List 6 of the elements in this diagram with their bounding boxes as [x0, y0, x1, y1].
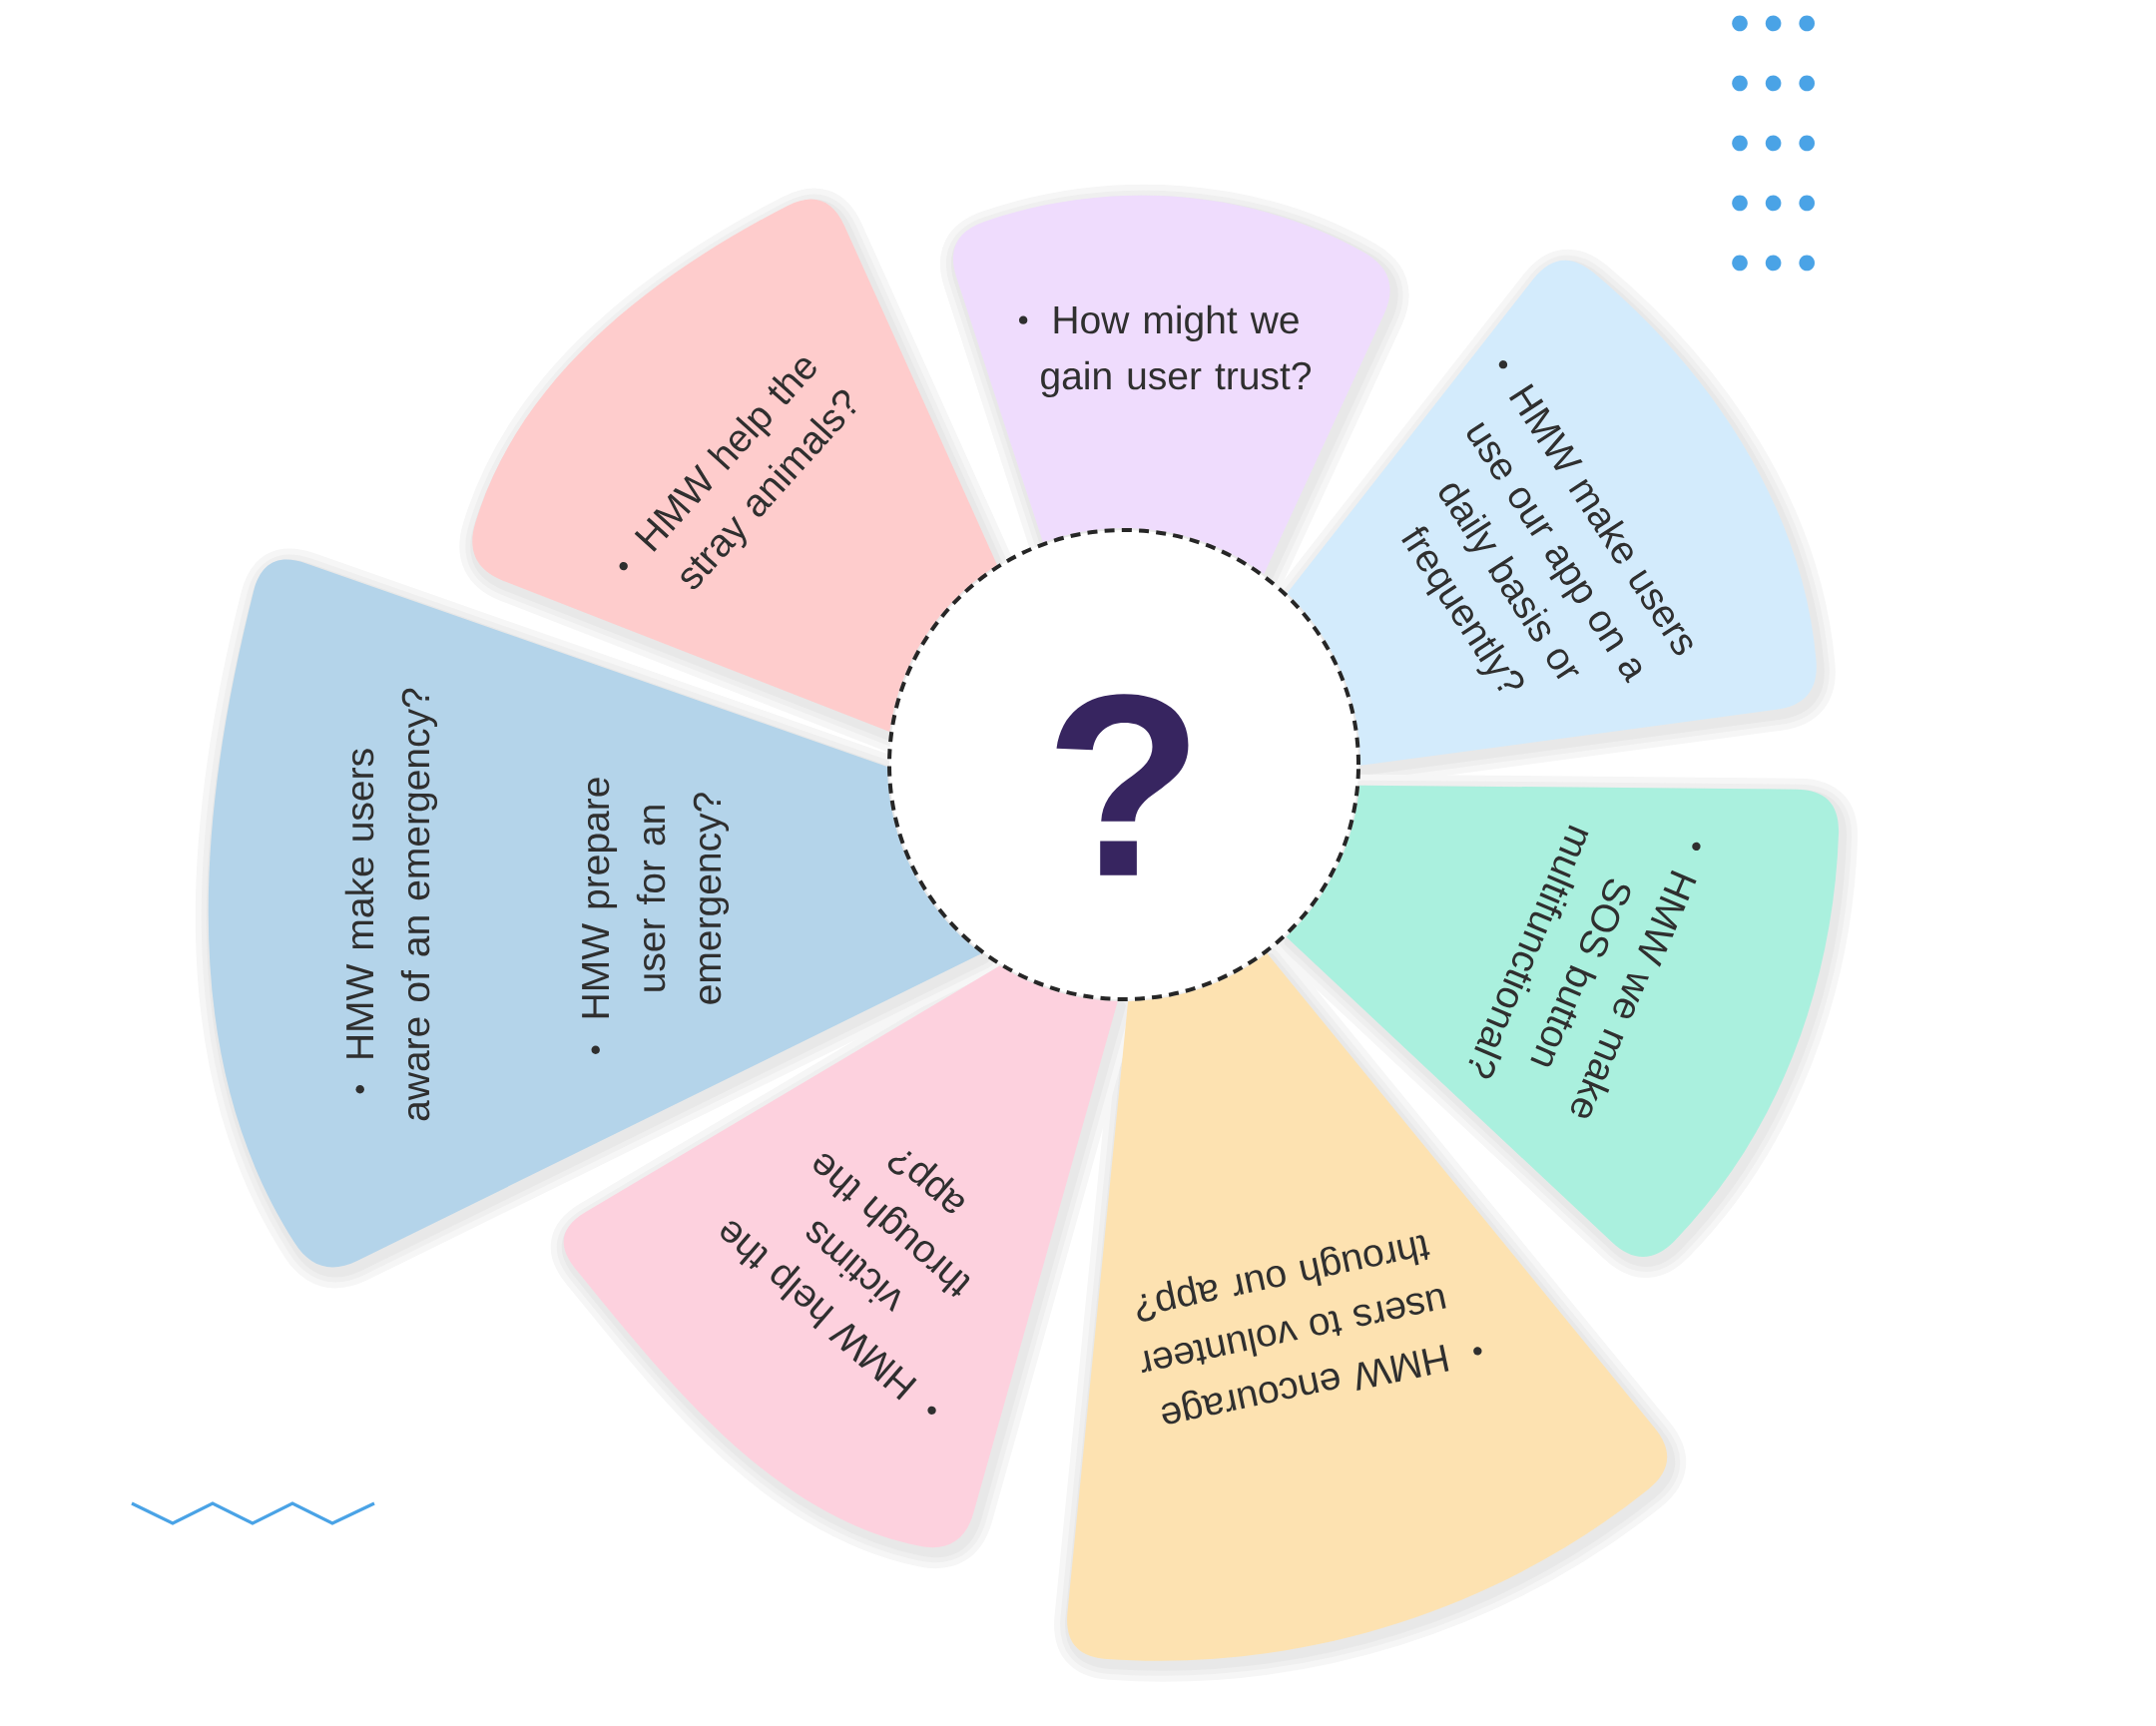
question-text: HMW prepare user for an emergency?: [582, 778, 730, 1054]
question-text: HMW encourage users to volunteer through our app?: [1137, 1235, 1482, 1425]
petal-segment: [952, 195, 1390, 574]
question-text: How might we gain user trust?: [1018, 304, 1312, 398]
question-text: HMW make users aware of an emergency?: [344, 688, 438, 1121]
petal-segment: [472, 199, 997, 732]
